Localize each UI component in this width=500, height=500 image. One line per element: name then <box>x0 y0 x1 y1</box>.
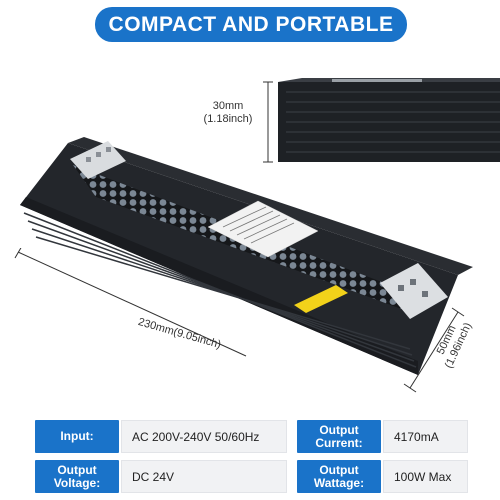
length-dimension-line <box>14 248 247 357</box>
banner-title: COMPACT AND PORTABLE <box>95 7 407 42</box>
input-label: Input: <box>35 420 119 453</box>
height-inch: (1.18inch) <box>203 113 253 125</box>
height-dimension-label: 30mm (1.18inch) <box>188 100 268 126</box>
width-dimension-line <box>403 307 465 393</box>
output-current-label: Output Current: <box>297 420 381 453</box>
height-mm: 30mm <box>212 100 244 112</box>
output-wattage-value: 100W Max <box>383 460 468 493</box>
side-profile-image <box>278 78 500 162</box>
power-supply-image <box>20 137 473 375</box>
output-current-value: 4170mA <box>383 420 468 453</box>
output-wattage-label: Output Wattage: <box>297 460 381 493</box>
height-dimension-line <box>263 81 273 163</box>
output-voltage-label: Output Voltage: <box>35 460 119 493</box>
input-value: AC 200V-240V 50/60Hz <box>121 420 287 453</box>
output-voltage-value: DC 24V <box>121 460 287 493</box>
